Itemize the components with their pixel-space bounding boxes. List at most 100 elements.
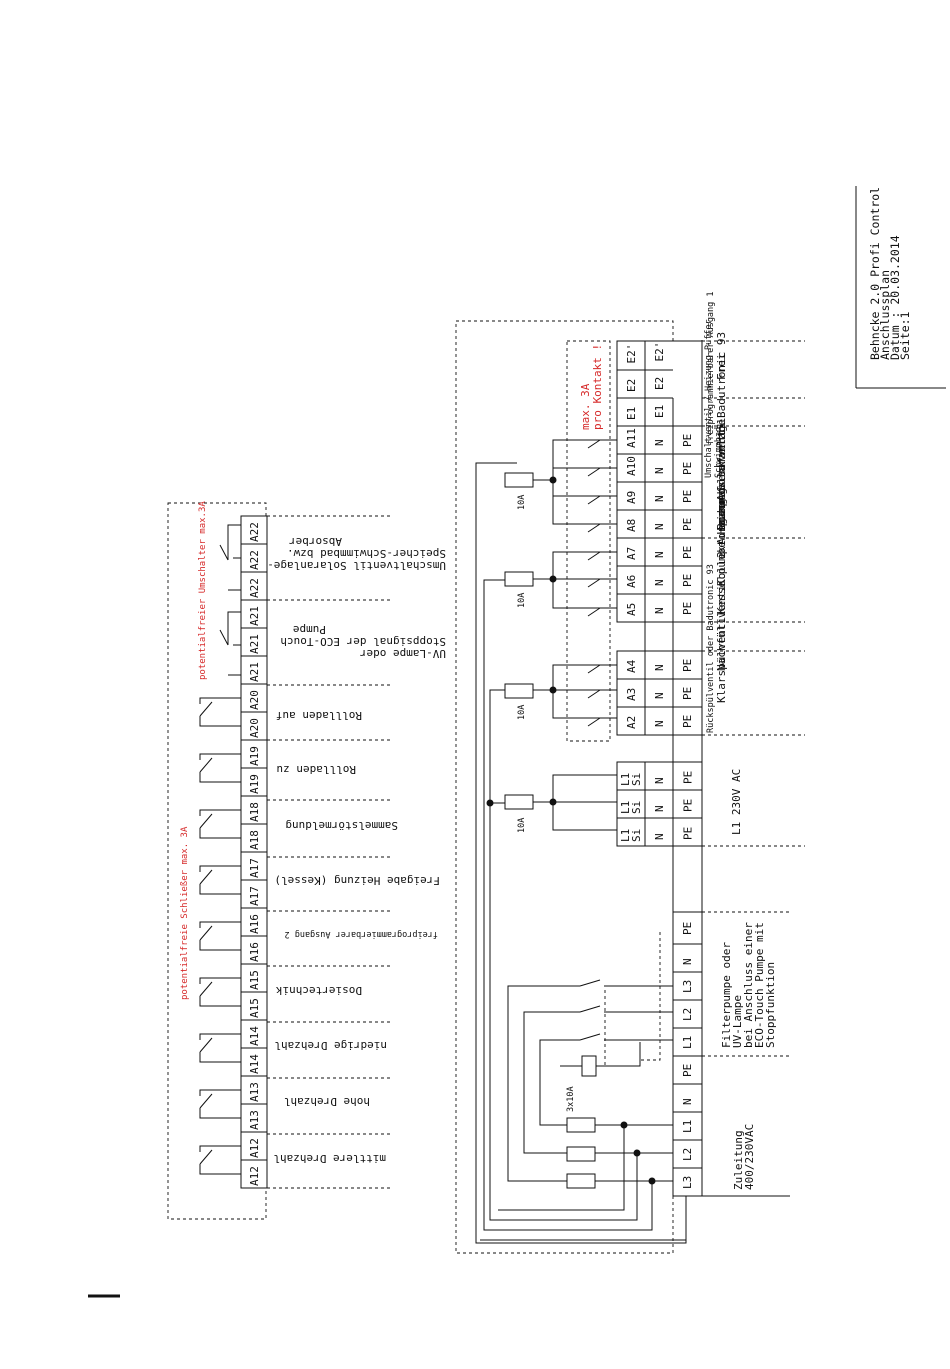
label-a5: Kesselpumpe Heizung [715,488,728,614]
label-frei: Frei [715,354,728,381]
relay-no-contact [587,523,617,533]
right-labels: Zuleitung 400/230VAC Filterpumpe oder UV… [704,291,777,1190]
a-terminal-n-label: E2 [653,377,666,390]
a-terminal-n-label: E2' [653,342,666,362]
si-terminal-label: PE [682,771,695,784]
left-terminal-label: A19 [248,774,261,794]
left-terminal-label: A15 [248,970,261,990]
max-contact-note-2: pro Kontakt ! [591,344,604,430]
si-terminal-label: L1 [619,773,632,786]
supply-terminal-label: N [681,958,694,965]
fuse-label-1: 10A [517,818,527,833]
label-filter-5: Stoppfunktion [764,962,777,1048]
si-terminal-label: N [653,777,666,784]
label-zuleitung-1: Zuleitung [732,1130,745,1190]
no-contact-symbol [199,921,241,951]
supply-terminal-label: L3 [681,980,694,993]
label-um-3: Absorber [289,535,342,548]
left-terminal-label: A19 [248,746,261,766]
left-terminal-label: A17 [248,886,261,906]
left-terminal-label: A12 [248,1166,261,1186]
no-contact-symbol [199,1089,241,1119]
label-filter-3: bei Anschluss einer [742,922,755,1048]
title-line-2: Anschlussplan [878,270,892,360]
label-l1-230v: L1 230V AC [730,769,743,835]
relay-no-contact [587,578,617,588]
left-terminal-label: A17 [248,858,261,878]
label-um-1: Umschaltventil Solaranlage- [267,559,446,572]
a-terminal-pe-label: PE [681,715,694,728]
supply-terminal-label: N [681,1098,694,1105]
left-terminal-label: A22 [248,522,261,542]
relay-no-contact [587,664,617,674]
a-terminal-n-label: N [653,551,666,558]
fuse-label-2: 10A [517,705,527,720]
label-a2: Rückspülventil oder Badutronic 93 [706,564,716,733]
label-heizung: Freigabe Heizung (Kessel) [274,874,440,887]
supply-terminal-label: PE [681,1064,694,1077]
supply-fuse-label: 3x10A [566,1086,576,1112]
label-a8: Bodenablaufventil [715,417,728,530]
supply-terminal-label: PE [681,922,694,935]
a-terminal-n-label: N [653,523,666,530]
left-terminal-label: A16 [248,914,261,934]
left-terminal-strip: A12A12A13A13A14A14A15A15A16A16A17A17A18A… [241,522,267,1186]
title-block: Behncke 2.0 Profi Control Anschlussplan … [855,186,946,389]
left-terminal-label: A21 [248,606,261,626]
label-mittlere-drehzahl-text: mittlere Drehzahl [273,1152,386,1165]
label-um-2: Speicher-Schwimmbad bzw. [287,547,446,560]
label-rollladen-auf: Rollladen auf [276,709,362,722]
si-terminal-label: PE [682,799,695,812]
si-terminal-label: N [653,833,666,840]
a-terminal-pe-label: PE [681,687,694,700]
label-a7: 2 Ausgang Solaranlage [715,419,728,558]
label-zuleitung-2: 400/230VAC [743,1124,756,1190]
left-terminal-label: A21 [248,662,261,682]
left-terminal-label: A12 [248,1138,261,1158]
label-a11: freiprogrammierbarer Ausgang 1 [706,291,716,445]
no-contact-symbol [199,753,241,783]
label-a10-1: Umschaltventil / Heizung-Puffer [704,319,714,478]
a-terminal-n-label: N [653,439,666,446]
title-line-1: Behncke 2.0 Profi Control [868,187,882,360]
left-terminal-label: A18 [248,830,261,850]
a-terminal-pe-label: PE [681,659,694,672]
si-terminal-label: L1 [619,829,632,842]
label-filter-1: Filterpumpe oder [720,942,733,1048]
no-contact-symbol [199,977,241,1007]
label-niedrige-drehzahl: niedrige Drehzahl [274,1039,387,1052]
label-a9: Absenkventil [715,422,728,501]
no-contact-symbol [199,697,241,727]
left-labels: mittlere Drehzahl hohe Drehzahl niedrige… [267,535,446,1165]
label-sammel: Sammelstörmeldung [285,819,398,832]
si-terminal-label: N [653,805,666,812]
a-terminal-label: A8 [625,519,638,532]
left-terminal-label: A20 [248,718,261,738]
supply-terminal-label: L1 [681,1036,694,1049]
a-terminal-n-label: N [653,495,666,502]
supply-terminal-label: L2 [681,1008,694,1021]
a-terminal-label: E1 [625,407,638,420]
a-terminal-pe-label: PE [681,546,694,559]
no-contact-symbol [199,809,241,839]
left-terminal-label: A21 [248,634,261,654]
label-rollladen-zu: Rollladen zu [277,763,356,776]
a-terminal-label: E2' [625,344,638,364]
title-line-3: Datum : 20.03.2014 [888,235,902,360]
left-terminal-label: A22 [248,550,261,570]
a-terminal-n-label: N [653,692,666,699]
max-contact-note-1: max. 3A [579,383,592,430]
label-hohe-drehzahl: hohe Drehzahl [284,1095,370,1108]
a-terminal-label: A10 [625,456,638,476]
relay-no-contact [587,689,617,699]
relay-no-contact [587,467,617,477]
a-terminal-pe-label: PE [681,518,694,531]
left-terminal-label: A15 [248,998,261,1018]
fuse-label-3: 10A [517,593,527,608]
a-terminal-n-label: N [653,720,666,727]
left-terminal-label: A13 [248,1082,261,1102]
